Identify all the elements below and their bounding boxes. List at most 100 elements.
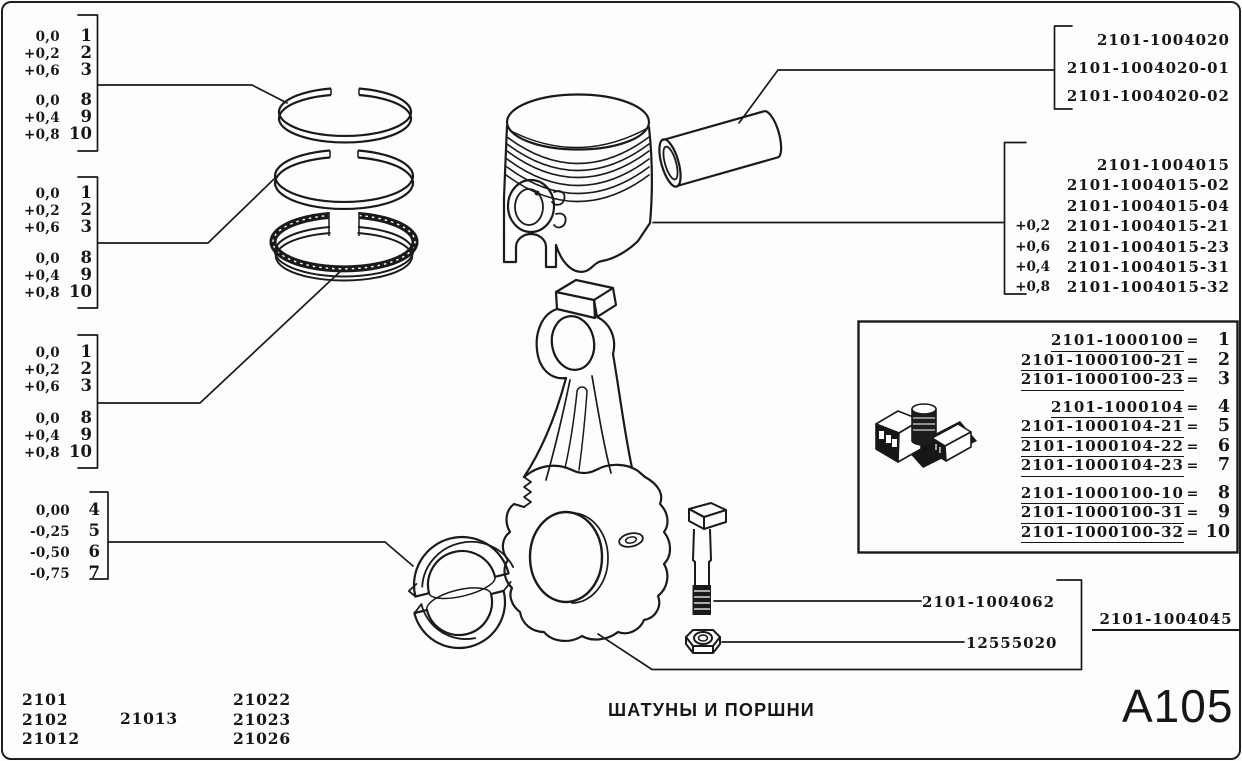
model-number: 21022 [233, 690, 291, 709]
nut-part-number: 12555020 [966, 634, 1058, 652]
equals-sign: = [1186, 333, 1199, 349]
equals-sign: = [1186, 399, 1199, 416]
bearing-shells-drawing [407, 535, 515, 650]
item-index: 6 [1217, 435, 1230, 456]
part-row: 2101-1004015-02 [1006, 175, 1230, 195]
item-index: 10 [69, 282, 92, 301]
size-value: +0,2 [24, 203, 60, 219]
size-row: -0,75 7 [16, 562, 100, 583]
part-row: 2101-1004015 [1006, 155, 1230, 175]
compression-ring-2-drawing [273, 149, 415, 211]
size-value: +0,4 [24, 268, 60, 284]
part-number: 2101-1000104 [1050, 398, 1184, 418]
size-value: +0,2 [24, 46, 60, 62]
size-value: +0,4 [24, 110, 60, 126]
part-number: 2101-1004020-01 [1066, 59, 1230, 77]
size-value [1006, 175, 1050, 195]
legend-row: 2101-1000100-32= 10 [872, 521, 1230, 543]
legend-row: 2101-1000100=1 [872, 330, 1230, 352]
item-index: 9 [80, 265, 92, 284]
equals-sign: = [1186, 438, 1199, 455]
size-value [1006, 155, 1050, 175]
legend-row: 2101-1000104-22=6 [872, 435, 1230, 457]
item-index: 1 [80, 342, 92, 361]
item-index: 1 [1217, 330, 1230, 350]
item-index: 2 [80, 43, 92, 62]
rod-assembly-part-number: 2101-1004045 [1092, 610, 1240, 631]
item-index: 7 [88, 563, 100, 582]
size-row: +0,6 3 [12, 60, 92, 79]
size-value: -0,75 [30, 566, 70, 582]
size-value: +0,8 [24, 127, 60, 143]
size-row: -0,25 5 [16, 520, 100, 541]
equals-sign: = [1186, 352, 1199, 369]
size-row: +0,8 10 [12, 282, 92, 301]
nut-drawing [685, 629, 721, 654]
size-value: +0,6 [1015, 238, 1050, 255]
model-number: 21012 [22, 729, 80, 748]
size-value: +0,8 [24, 285, 60, 301]
part-number: 2101-1000100-23 [1020, 370, 1184, 391]
piston-pin-drawing [658, 109, 783, 188]
equals-sign: = [1186, 485, 1199, 502]
size-row: +0,2 2 [12, 43, 92, 62]
size-value: -0,50 [30, 545, 70, 561]
size-value: 0,00 [35, 503, 70, 519]
item-index: 10 [69, 124, 92, 143]
page-title: ШАТУНЫ И ПОРШНИ [608, 700, 815, 720]
equals-sign: = [1186, 505, 1199, 521]
leader-lines [77, 14, 1083, 671]
item-index: 4 [88, 500, 100, 519]
size-value: 0,0 [35, 411, 60, 427]
size-value: -0,25 [30, 524, 70, 540]
connecting-rod-drawing [501, 278, 672, 642]
item-index: 3 [1217, 369, 1230, 389]
part-number: 2101-1000100-21 [1020, 351, 1184, 371]
model-number: 21026 [233, 729, 291, 748]
bolt-drawing [688, 502, 727, 615]
part-number: 2101-1004015-31 [1066, 257, 1230, 276]
legend-row: 2101-1000104-23=7 [872, 455, 1230, 477]
part-number: 2101-1000104-23 [1020, 456, 1184, 477]
equals-sign: = [1186, 419, 1199, 435]
size-value: 0,0 [35, 29, 60, 45]
part-number: 2101-1000100-32 [1020, 523, 1184, 543]
model-number: 2101 [22, 690, 69, 709]
part-number: 2101-1004015-21 [1066, 217, 1230, 236]
item-index: 3 [80, 60, 92, 79]
size-value: 0,0 [35, 251, 60, 267]
part-number: 2101-1004020 [1096, 31, 1230, 49]
size-value: +0,6 [24, 379, 60, 395]
part-number: 2101-1004015-04 [1066, 196, 1230, 215]
equals-sign: = [1186, 524, 1199, 541]
item-index: 9 [1217, 502, 1230, 522]
item-index: 9 [80, 107, 92, 126]
legend-list: 2101-1000100=1 2101-1000100-21=2 2101-10… [872, 330, 1230, 543]
item-index: 2 [1217, 349, 1230, 370]
item-index: 1 [80, 26, 92, 45]
size-value: 0,0 [35, 186, 60, 202]
model-number: 21013 [120, 709, 178, 728]
size-row: +0,8 10 [12, 124, 92, 143]
model-list-col1: 2101 2102 21012 [22, 690, 80, 749]
size-value: +0,6 [24, 63, 60, 79]
size-value: 0,0 [35, 345, 60, 361]
item-index: 5 [88, 521, 100, 540]
page-code: A105 [1122, 680, 1234, 732]
item-index: 10 [1205, 521, 1230, 542]
part-number: 2101-1004015-02 [1066, 176, 1230, 195]
